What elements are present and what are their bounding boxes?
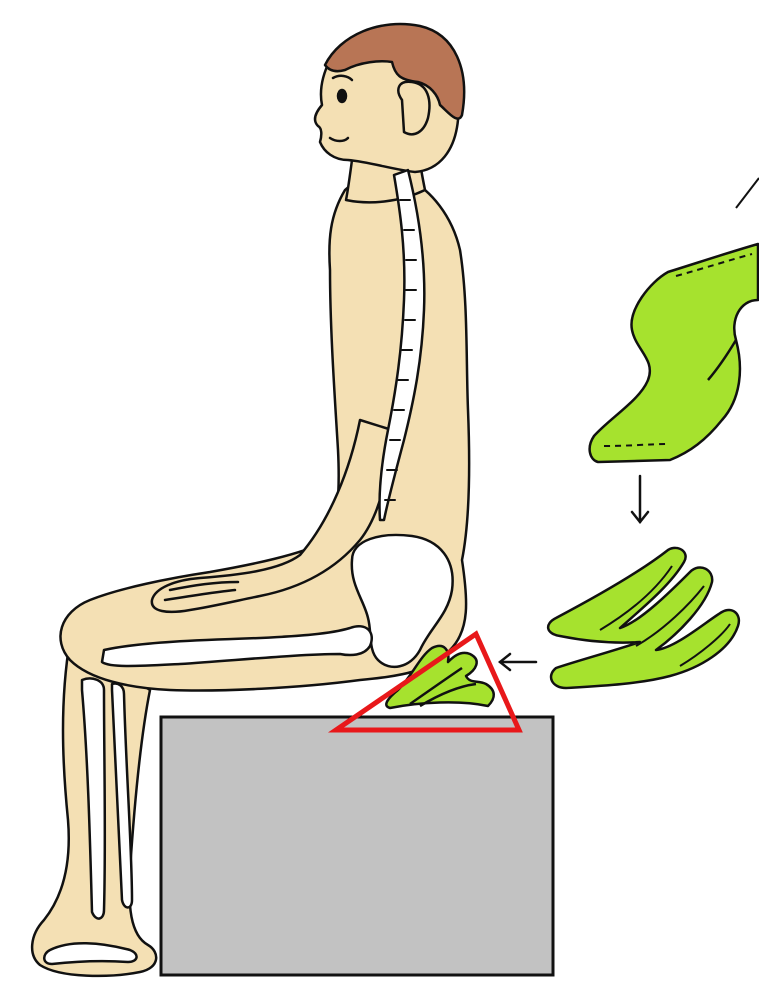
folded-cushion	[548, 548, 739, 688]
seat-box	[161, 717, 553, 975]
arrow-left-icon	[500, 654, 536, 670]
eye	[338, 90, 346, 102]
arrow-down-icon	[632, 476, 648, 522]
leader-line	[736, 178, 759, 208]
caption-text	[738, 6, 759, 126]
flat-cushion	[590, 244, 758, 462]
ear	[398, 82, 429, 135]
